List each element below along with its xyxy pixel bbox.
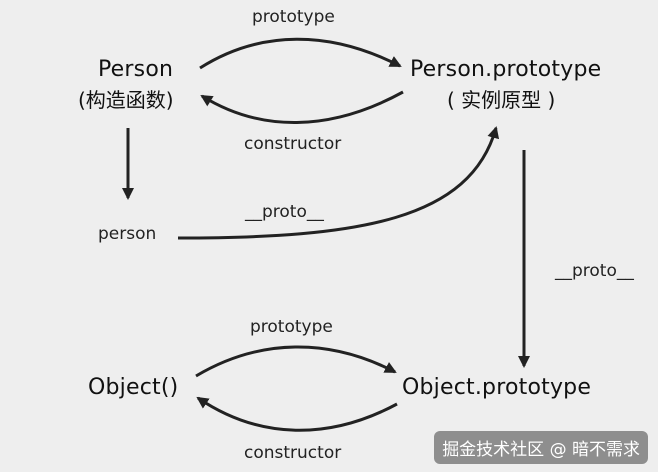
arrow-object-prototype: [195, 345, 397, 378]
person-prototype-subtitle: ( 实例原型 ): [447, 88, 556, 112]
person-constructor-title: Person: [98, 57, 174, 82]
proto-label-middle: __proto__: [245, 202, 324, 222]
person-prototype-title: Person.prototype: [410, 57, 602, 82]
person-constructor-subtitle: (构造函数): [78, 88, 174, 112]
person-instance-label: person: [98, 224, 157, 244]
constructor-label-bottom: constructor: [244, 443, 342, 463]
object-prototype-title: Object.prototype: [402, 375, 592, 400]
prototype-label-bottom: prototype: [250, 317, 333, 337]
prototype-label-top: prototype: [252, 7, 335, 27]
proto-label-right: __proto__: [555, 261, 634, 281]
object-constructor-title: Object(): [88, 375, 179, 400]
watermark: 掘金技术社区 @ 暗不需求: [434, 431, 648, 464]
arrow-instance-proto: [177, 126, 500, 240]
arrow-object-constructor: [196, 396, 398, 432]
arrow-person-prototype: [199, 37, 402, 70]
constructor-label-top: constructor: [244, 134, 342, 154]
arrow-person-constructor: [200, 90, 404, 124]
